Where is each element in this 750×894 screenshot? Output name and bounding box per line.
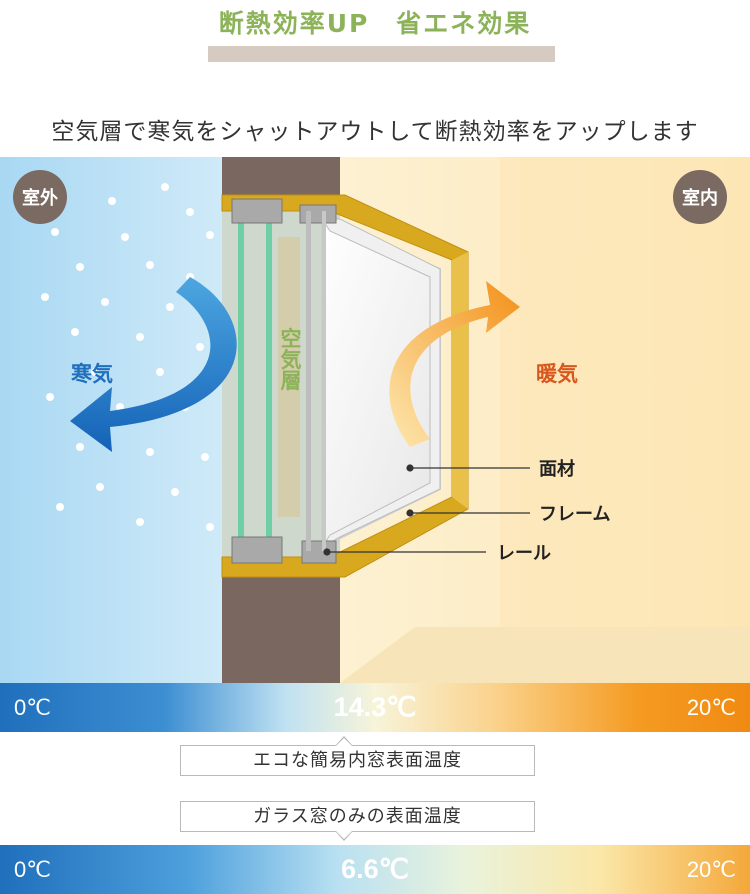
glass-temp-surface: 6.6℃ xyxy=(341,854,409,884)
glass-temp-inside: 20℃ xyxy=(686,857,736,882)
outside-badge xyxy=(13,170,67,224)
wall-top xyxy=(222,157,340,201)
warm-air-arrow xyxy=(389,281,520,447)
snow-particles xyxy=(41,183,214,531)
part-label-rail: レール xyxy=(497,543,551,564)
air-layer-label: 空気層 xyxy=(278,327,302,392)
eco-label-pointer-fill xyxy=(336,738,352,746)
glass-pane-2 xyxy=(266,211,272,561)
warm-air-label: 暖気 xyxy=(536,362,578,386)
glass-only-temperature-bar: 0℃ 6.6℃ 20℃ xyxy=(0,845,750,894)
page-title: 断熱効率UP 省エネ効果 xyxy=(218,9,532,38)
inside-badge xyxy=(673,170,727,224)
cold-air-arrow xyxy=(70,277,237,452)
title-underline xyxy=(208,46,555,62)
inside-label: 室内 xyxy=(682,187,718,209)
room-floor xyxy=(340,627,750,683)
eco-window-label: エコな簡易内窓表面温度 xyxy=(180,745,535,776)
glass-temp-outside: 0℃ xyxy=(14,857,51,882)
glass-pane-1 xyxy=(238,211,244,561)
eco-temp-surface: 14.3℃ xyxy=(333,692,417,722)
wall-bottom xyxy=(222,577,340,683)
part-leaders xyxy=(323,464,530,556)
eco-temp-outside: 0℃ xyxy=(14,695,51,720)
inner-rail-left xyxy=(306,211,311,551)
part-label-panel: 面材 xyxy=(539,458,575,480)
inner-frame-side xyxy=(452,252,468,509)
glass-only-label: ガラス窓のみの表面温度 xyxy=(180,801,535,832)
outside-label: 室外 xyxy=(22,187,58,209)
part-label-frame: フレーム xyxy=(539,504,610,525)
eco-temp-inside: 20℃ xyxy=(686,695,736,720)
inner-rail-right xyxy=(322,211,326,551)
room-corner xyxy=(500,157,750,627)
page-subtitle: 空気層で寒気をシャットアウトして断熱効率をアップします xyxy=(51,119,699,145)
window-cross-section-diagram: 室外 室内 寒気 暖気 空気層 面材 フレーム レール xyxy=(0,157,750,683)
glass-label-pointer-fill xyxy=(336,831,352,839)
eco-window-temperature-bar: 0℃ 14.3℃ 20℃ xyxy=(0,683,750,732)
air-layer-band xyxy=(278,237,300,517)
cold-air-label: 寒気 xyxy=(71,362,113,386)
